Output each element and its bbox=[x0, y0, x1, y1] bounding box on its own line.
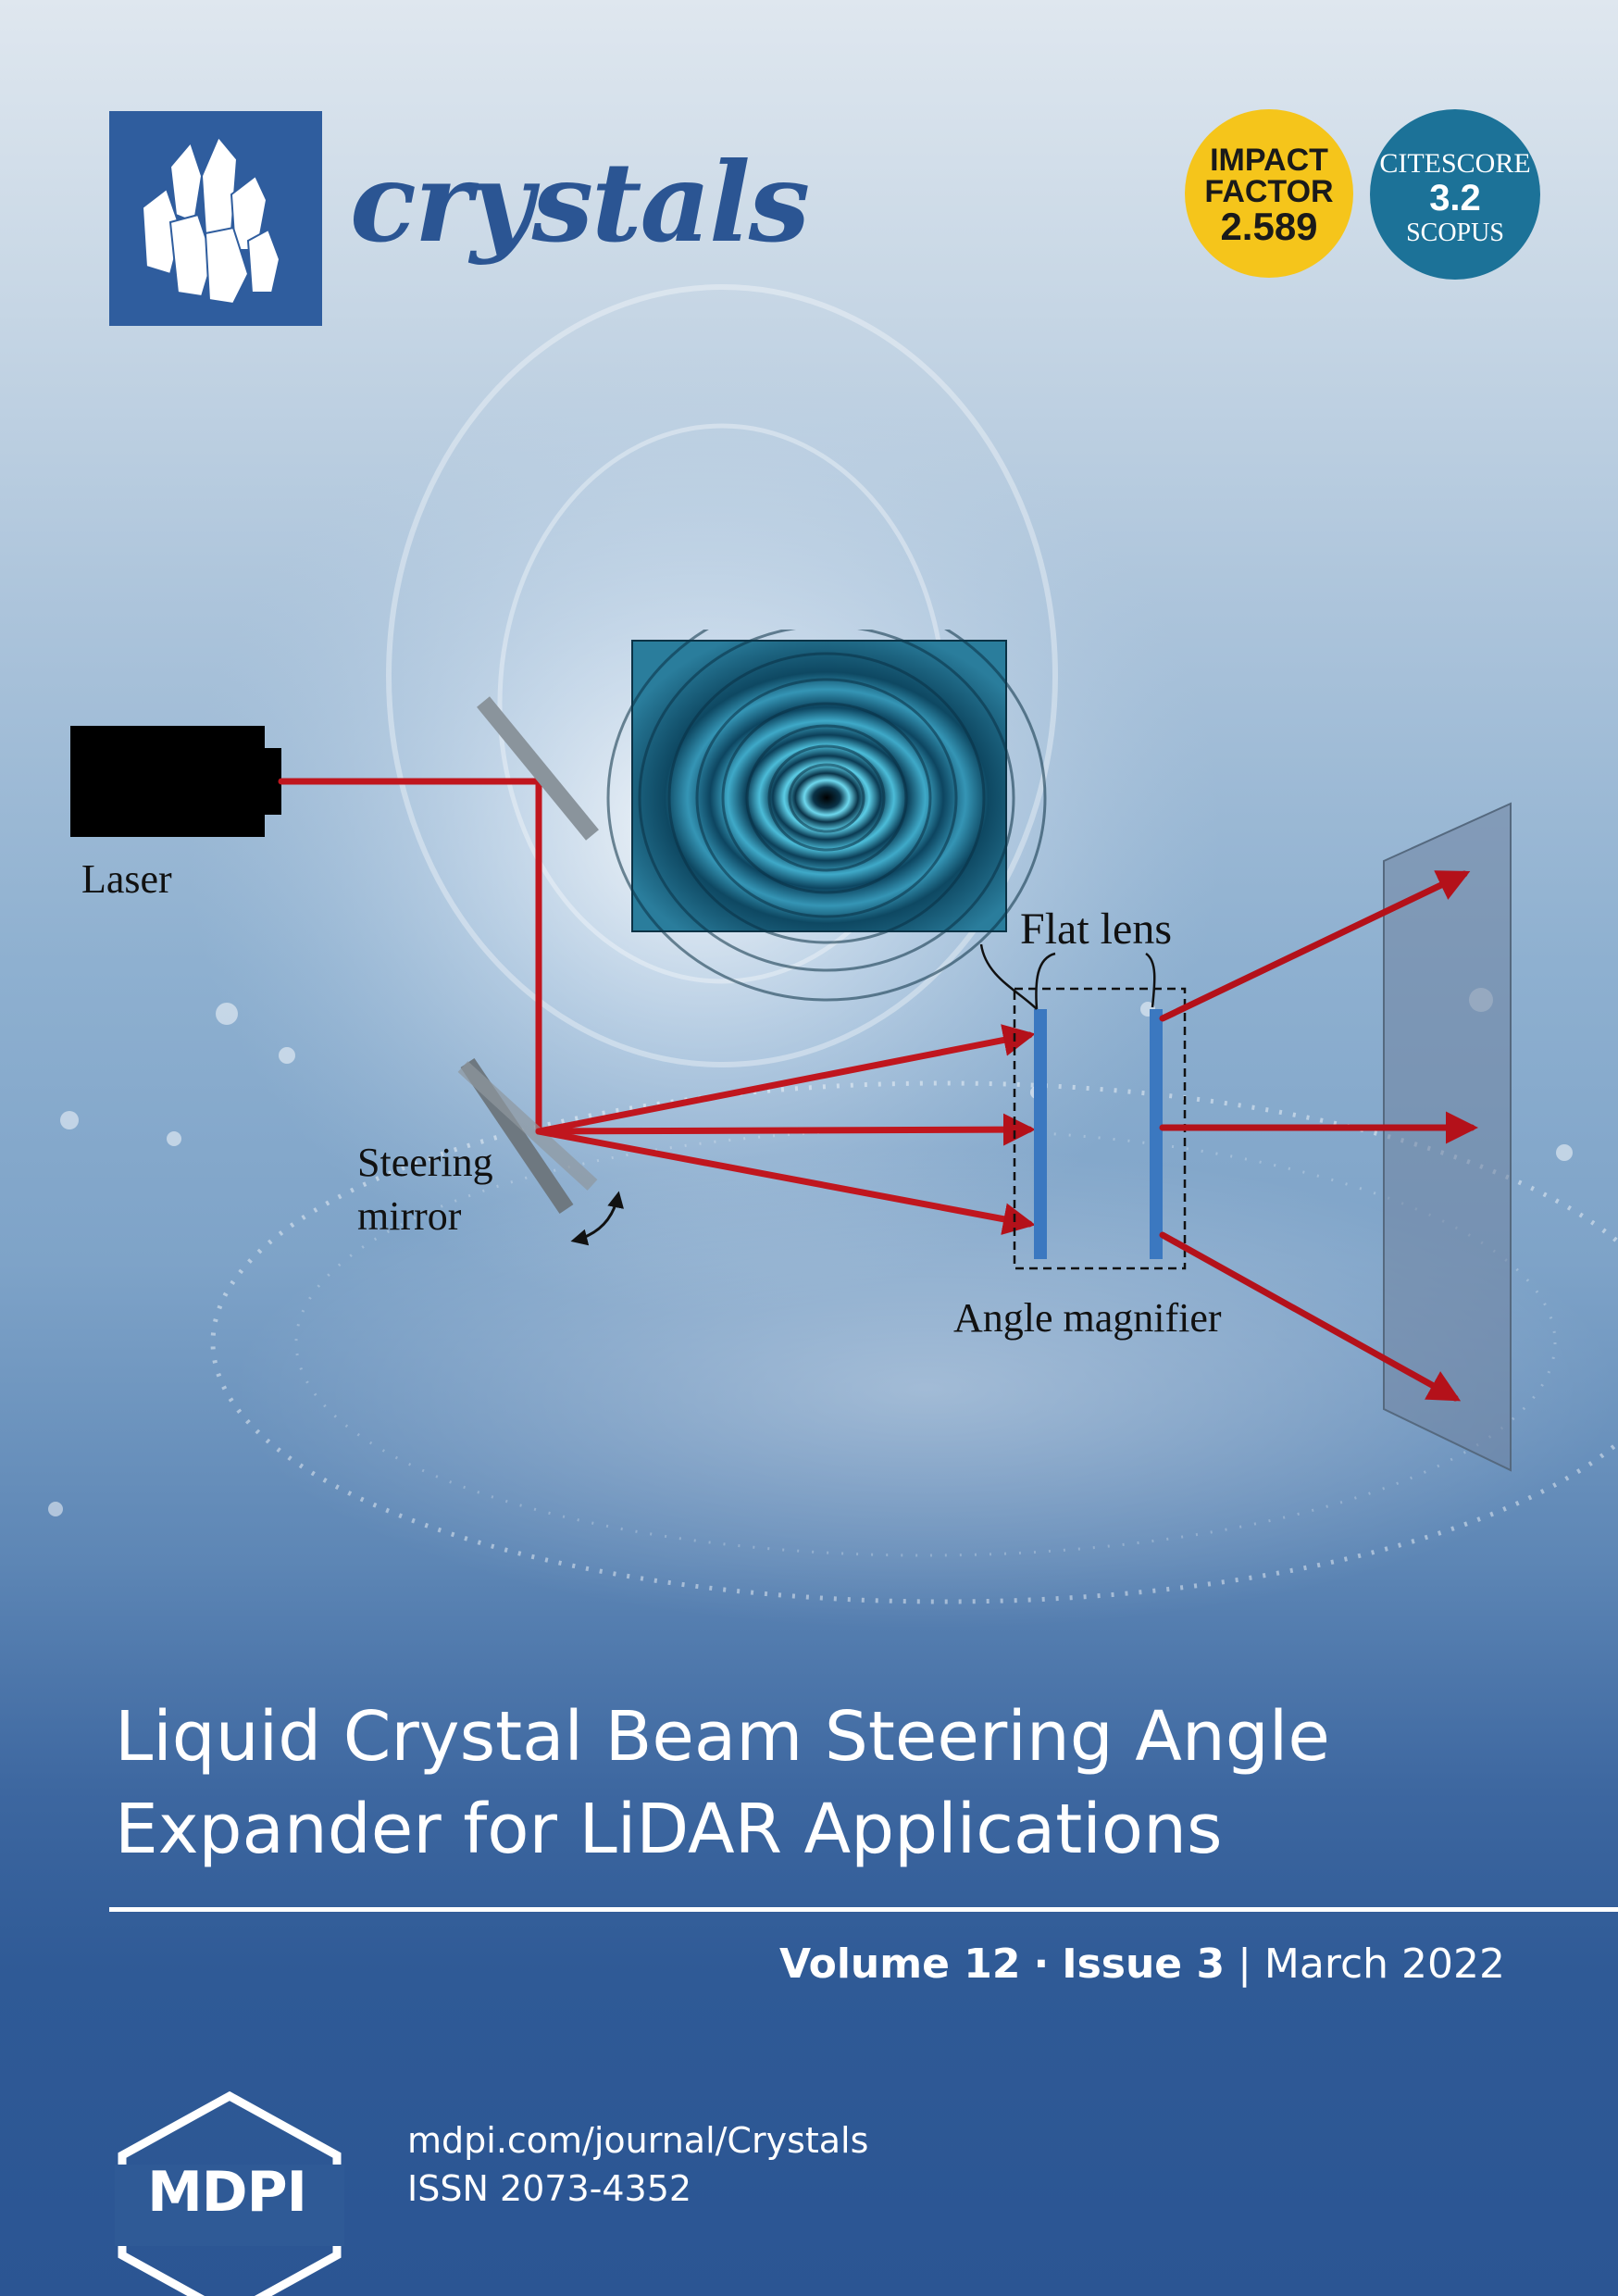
impact-factor-label-2: FACTOR bbox=[1204, 174, 1334, 209]
issue-divider: | bbox=[1238, 1940, 1251, 1988]
issn: ISSN 2073-4352 bbox=[407, 2168, 692, 2209]
laser-body bbox=[70, 726, 265, 837]
flat-lens-label: Flat lens bbox=[1020, 905, 1172, 954]
issue-date: March 2022 bbox=[1263, 1940, 1505, 1988]
impact-factor-badge: IMPACT FACTOR 2.589 bbox=[1185, 109, 1353, 278]
article-title: Liquid Crystal Beam Steering Angle Expan… bbox=[115, 1691, 1596, 1876]
background-glow-lower bbox=[231, 1148, 1618, 1629]
flat-lens-1 bbox=[1034, 1009, 1047, 1259]
steering-mirror-label-line1: Steering bbox=[357, 1140, 493, 1185]
citescore-label: CITESCORE bbox=[1379, 148, 1531, 179]
rotation-arrow bbox=[570, 1191, 624, 1246]
laser-label: Laser bbox=[81, 856, 172, 902]
interference-pattern-image bbox=[632, 641, 1006, 931]
article-title-line1: Liquid Crystal Beam Steering Angle bbox=[115, 1697, 1330, 1777]
steering-mirror-label-line2: mirror bbox=[357, 1193, 462, 1239]
journal-logo bbox=[109, 111, 322, 326]
impact-factor-value: 2.589 bbox=[1220, 205, 1318, 248]
journal-name: crystals bbox=[350, 138, 810, 267]
issue-number: Issue 3 bbox=[1062, 1940, 1226, 1988]
interference-fringes bbox=[606, 630, 1047, 1002]
title-divider bbox=[109, 1907, 1618, 1912]
publisher-logo-text: MDPI bbox=[147, 2160, 307, 2225]
laser-beam bbox=[278, 778, 542, 1135]
mdpi-hexagon-icon bbox=[115, 2090, 344, 2296]
citescore-value: 3.2 bbox=[1429, 178, 1481, 218]
issue-info: Volume 12 · Issue 3 | March 2022 bbox=[779, 1937, 1505, 1992]
optical-setup-diagram bbox=[70, 630, 1512, 1472]
steered-beams bbox=[535, 1024, 1036, 1236]
laser-aperture bbox=[265, 748, 281, 815]
output-beams bbox=[1159, 870, 1478, 1402]
journal-url[interactable]: mdpi.com/journal/Crystals bbox=[407, 2120, 869, 2161]
flat-lens-pointer bbox=[979, 943, 1038, 1010]
background-ring bbox=[386, 284, 1058, 1067]
citescore-badge: CITESCORE 3.2 SCOPUS bbox=[1370, 109, 1540, 280]
issue-separator: · bbox=[1033, 1940, 1050, 1988]
flat-lens-2 bbox=[1150, 1009, 1163, 1259]
article-title-line2: Expander for LiDAR Applications bbox=[115, 1790, 1223, 1869]
impact-factor-label: IMPACT bbox=[1210, 143, 1328, 178]
fixed-mirror bbox=[477, 696, 599, 841]
crystal-icon bbox=[141, 135, 281, 306]
angle-magnifier-label: Angle magnifier bbox=[953, 1295, 1222, 1341]
background-dotted-ring bbox=[294, 1128, 1557, 1557]
citescore-source: SCOPUS bbox=[1406, 218, 1504, 247]
volume-number: Volume 12 bbox=[778, 1940, 1021, 1988]
steering-mirror-rotated bbox=[457, 1061, 598, 1191]
